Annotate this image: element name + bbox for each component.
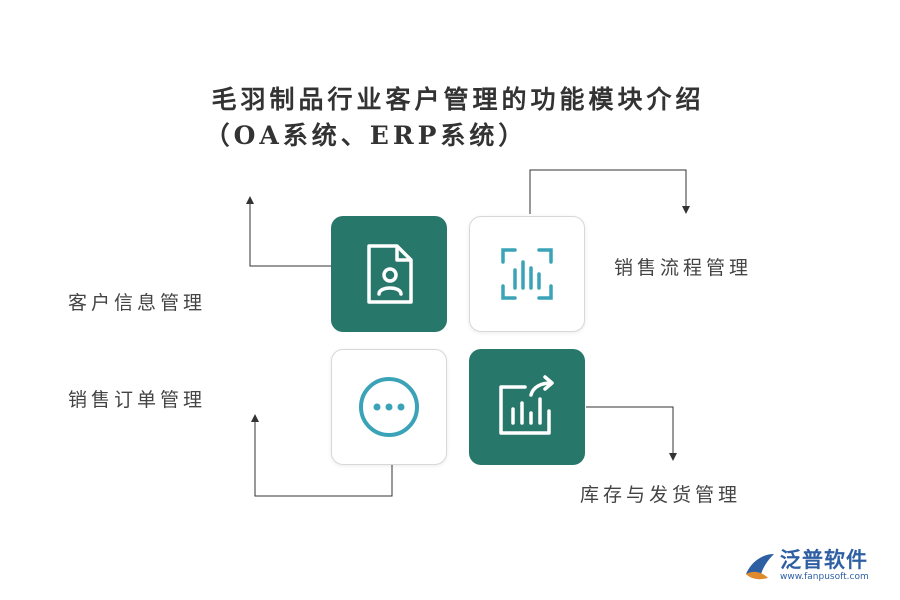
module-tile-sales-order (331, 349, 447, 465)
more-dots-icon (359, 377, 419, 437)
module-tile-customer-info (331, 216, 447, 332)
module-tile-inventory (469, 349, 585, 465)
connector-inventory (586, 406, 677, 461)
brand-name: 泛普软件 (780, 548, 868, 572)
module-label-sales-process: 销售流程管理 (614, 257, 753, 279)
connector-sales-order (251, 414, 393, 497)
module-tile-sales-process (469, 216, 585, 332)
module-label-sales-order: 销售订单管理 (68, 389, 207, 411)
growth-chart-icon (499, 375, 554, 435)
brand-mark-icon (746, 554, 774, 580)
brand-url: www.fanpusoft.com (780, 572, 869, 582)
connector-customer-info (246, 196, 331, 267)
connector-sales-process (529, 169, 690, 214)
bar-chart-frame-icon (501, 248, 553, 300)
brand-logo: 泛普软件 www.fanpusoft.com (740, 544, 890, 590)
module-label-customer-info: 客户信息管理 (68, 292, 207, 314)
diagram-title-line1: 毛羽制品行业客户管理的功能模块介绍 (211, 85, 705, 114)
contact-document-icon (367, 244, 413, 304)
diagram-title-line2: （OA系统、ERP系统） (204, 121, 528, 150)
module-label-inventory: 库存与发货管理 (580, 484, 742, 506)
